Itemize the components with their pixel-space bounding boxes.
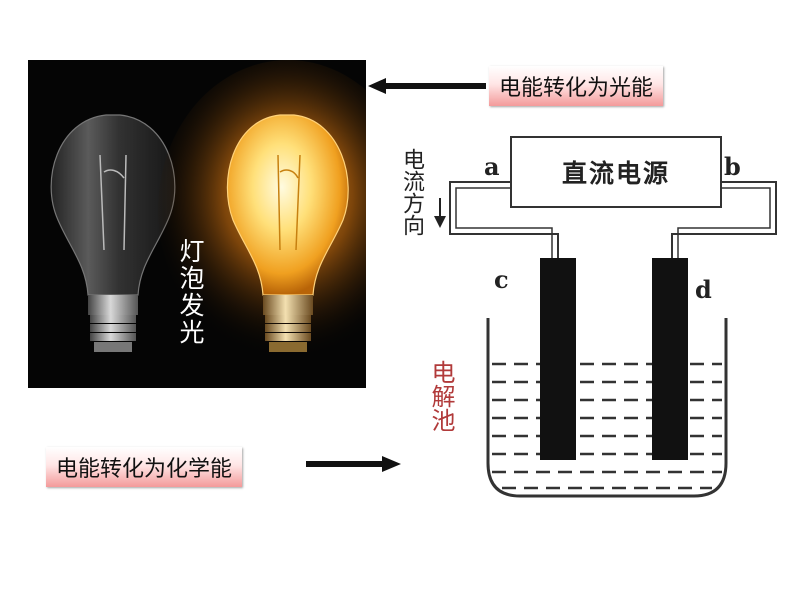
wire-right <box>671 181 777 258</box>
beaker <box>486 318 728 498</box>
electrolyte-solution <box>492 362 722 490</box>
electrolysis-diagram <box>434 181 777 498</box>
bulb-photo: 灯泡发光 <box>28 60 366 388</box>
wire-left <box>449 181 559 258</box>
electrode-c <box>540 258 576 460</box>
tag-light-conversion: 电能转化为光能 <box>489 66 664 106</box>
current-direction-label: 电流方向 <box>399 148 424 236</box>
electrode-d <box>652 258 688 460</box>
arrow-left-icon <box>368 78 486 94</box>
electrode-c-label: c <box>494 265 509 294</box>
terminal-b-label: b <box>724 152 741 181</box>
bulb-illustration <box>50 60 366 360</box>
electrolytic-cell-label: 电解池 <box>427 360 455 432</box>
tag-chemical-conversion: 电能转化为化学能 <box>46 447 243 487</box>
unlit-bulb <box>50 114 176 352</box>
lit-bulb <box>158 60 366 360</box>
arrow-right-icon <box>306 456 401 472</box>
photo-caption: 灯泡发光 <box>176 238 205 346</box>
power-supply: 直流电源 <box>510 136 722 208</box>
electrode-d-label: d <box>695 275 712 304</box>
terminal-a-label: a <box>484 152 500 181</box>
